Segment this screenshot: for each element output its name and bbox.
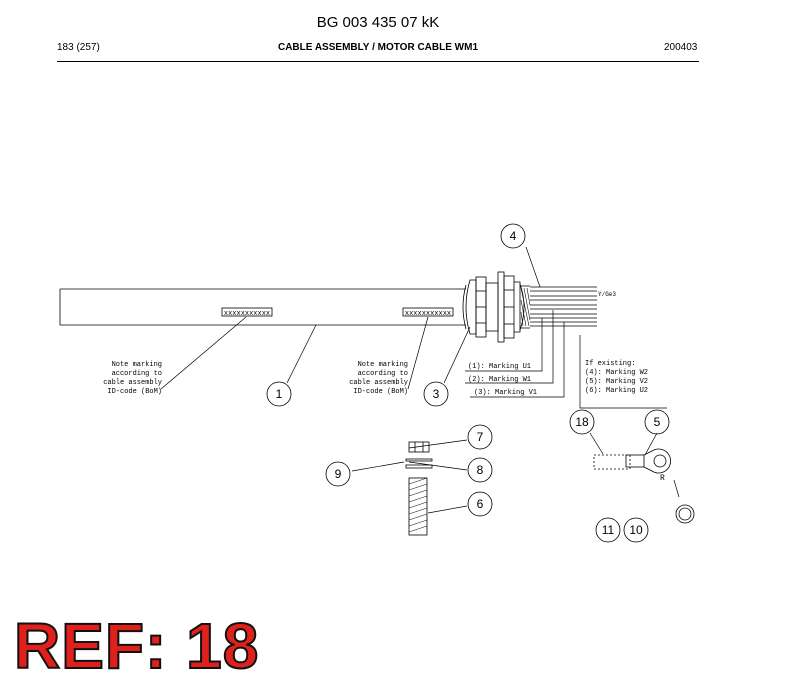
leader-lines (160, 246, 680, 514)
cable-id-label-box-left (221, 307, 273, 317)
nut (408, 441, 430, 453)
shield-braid (520, 287, 531, 327)
callout-3: 3 (433, 387, 440, 401)
note-left-line-1: Note marking (112, 361, 162, 369)
callout-circle-10 (623, 517, 649, 543)
callout-6: 6 (477, 497, 484, 511)
note-left-line-2: according to (112, 370, 162, 378)
callout-circle-7 (467, 424, 493, 450)
lug-label: R (660, 474, 665, 483)
callout-circle-6 (467, 491, 493, 517)
callout-circle-3 (423, 381, 449, 407)
cable-id-label-right: xxxxxxxxxxx (405, 310, 451, 318)
marking-v1: (3): Marking V1 (474, 389, 537, 397)
callout-8: 8 (477, 463, 484, 477)
shrink-sleeve (593, 454, 631, 470)
ring-washer (675, 504, 695, 524)
marking-u2: (6): Marking U2 (585, 387, 648, 395)
ring-washer-hole (678, 507, 692, 521)
note-right-line-3: cable assembly (349, 379, 408, 387)
callout-5: 5 (654, 415, 661, 429)
bolt (408, 477, 428, 536)
marking-w2: (4): Marking W2 (585, 369, 648, 377)
lock-washer (405, 458, 433, 462)
page-count: 183 (257) (57, 42, 100, 53)
note-right-line-2: according to (358, 370, 408, 378)
conductor-wires (530, 286, 597, 327)
callout-1: 1 (276, 387, 283, 401)
cable-id-label-box-right (402, 307, 454, 317)
callout-7: 7 (477, 430, 484, 444)
cable-jacket (59, 288, 466, 326)
marking-v2: (5): Marking V2 (585, 378, 648, 386)
callout-11: 11 (602, 523, 615, 537)
section-title: CABLE ASSEMBLY / MOTOR CABLE WM1 (277, 42, 478, 53)
note-left-line-3: cable assembly (103, 379, 162, 387)
marking-w1: (2): Marking W1 (468, 376, 531, 384)
callout-4: 4 (510, 229, 517, 243)
document-number: BG 003 435 07 kK (316, 14, 440, 31)
note-left-line-4: ID-code (BoM) (107, 388, 162, 396)
cable-gland (462, 271, 530, 343)
reference-label: REF: 18 (13, 609, 260, 683)
washer (405, 464, 433, 469)
callout-circle-9 (325, 461, 351, 487)
callout-circle-18 (569, 409, 595, 435)
callout-9: 9 (335, 467, 342, 481)
callout-18: 18 (575, 415, 589, 429)
callout-circle-5 (644, 409, 670, 435)
header-rule (57, 61, 699, 62)
note-right-line-1: Note marking (358, 361, 408, 369)
cable-id-label-left: xxxxxxxxxxx (224, 310, 270, 318)
callout-circle-4 (500, 223, 526, 249)
if-existing-heading: If existing: (585, 360, 635, 368)
document-date: 200403 (664, 42, 698, 53)
ground-wire-label: Y/Ge3 (598, 291, 616, 298)
callout-circle-1 (266, 381, 292, 407)
callout-circle-8 (467, 457, 493, 483)
callout-circle-11 (595, 517, 621, 543)
cable-lug (625, 448, 672, 474)
note-right-line-4: ID-code (BoM) (353, 388, 408, 396)
callout-10: 10 (629, 523, 643, 537)
marking-u1: (1): Marking U1 (468, 363, 531, 371)
